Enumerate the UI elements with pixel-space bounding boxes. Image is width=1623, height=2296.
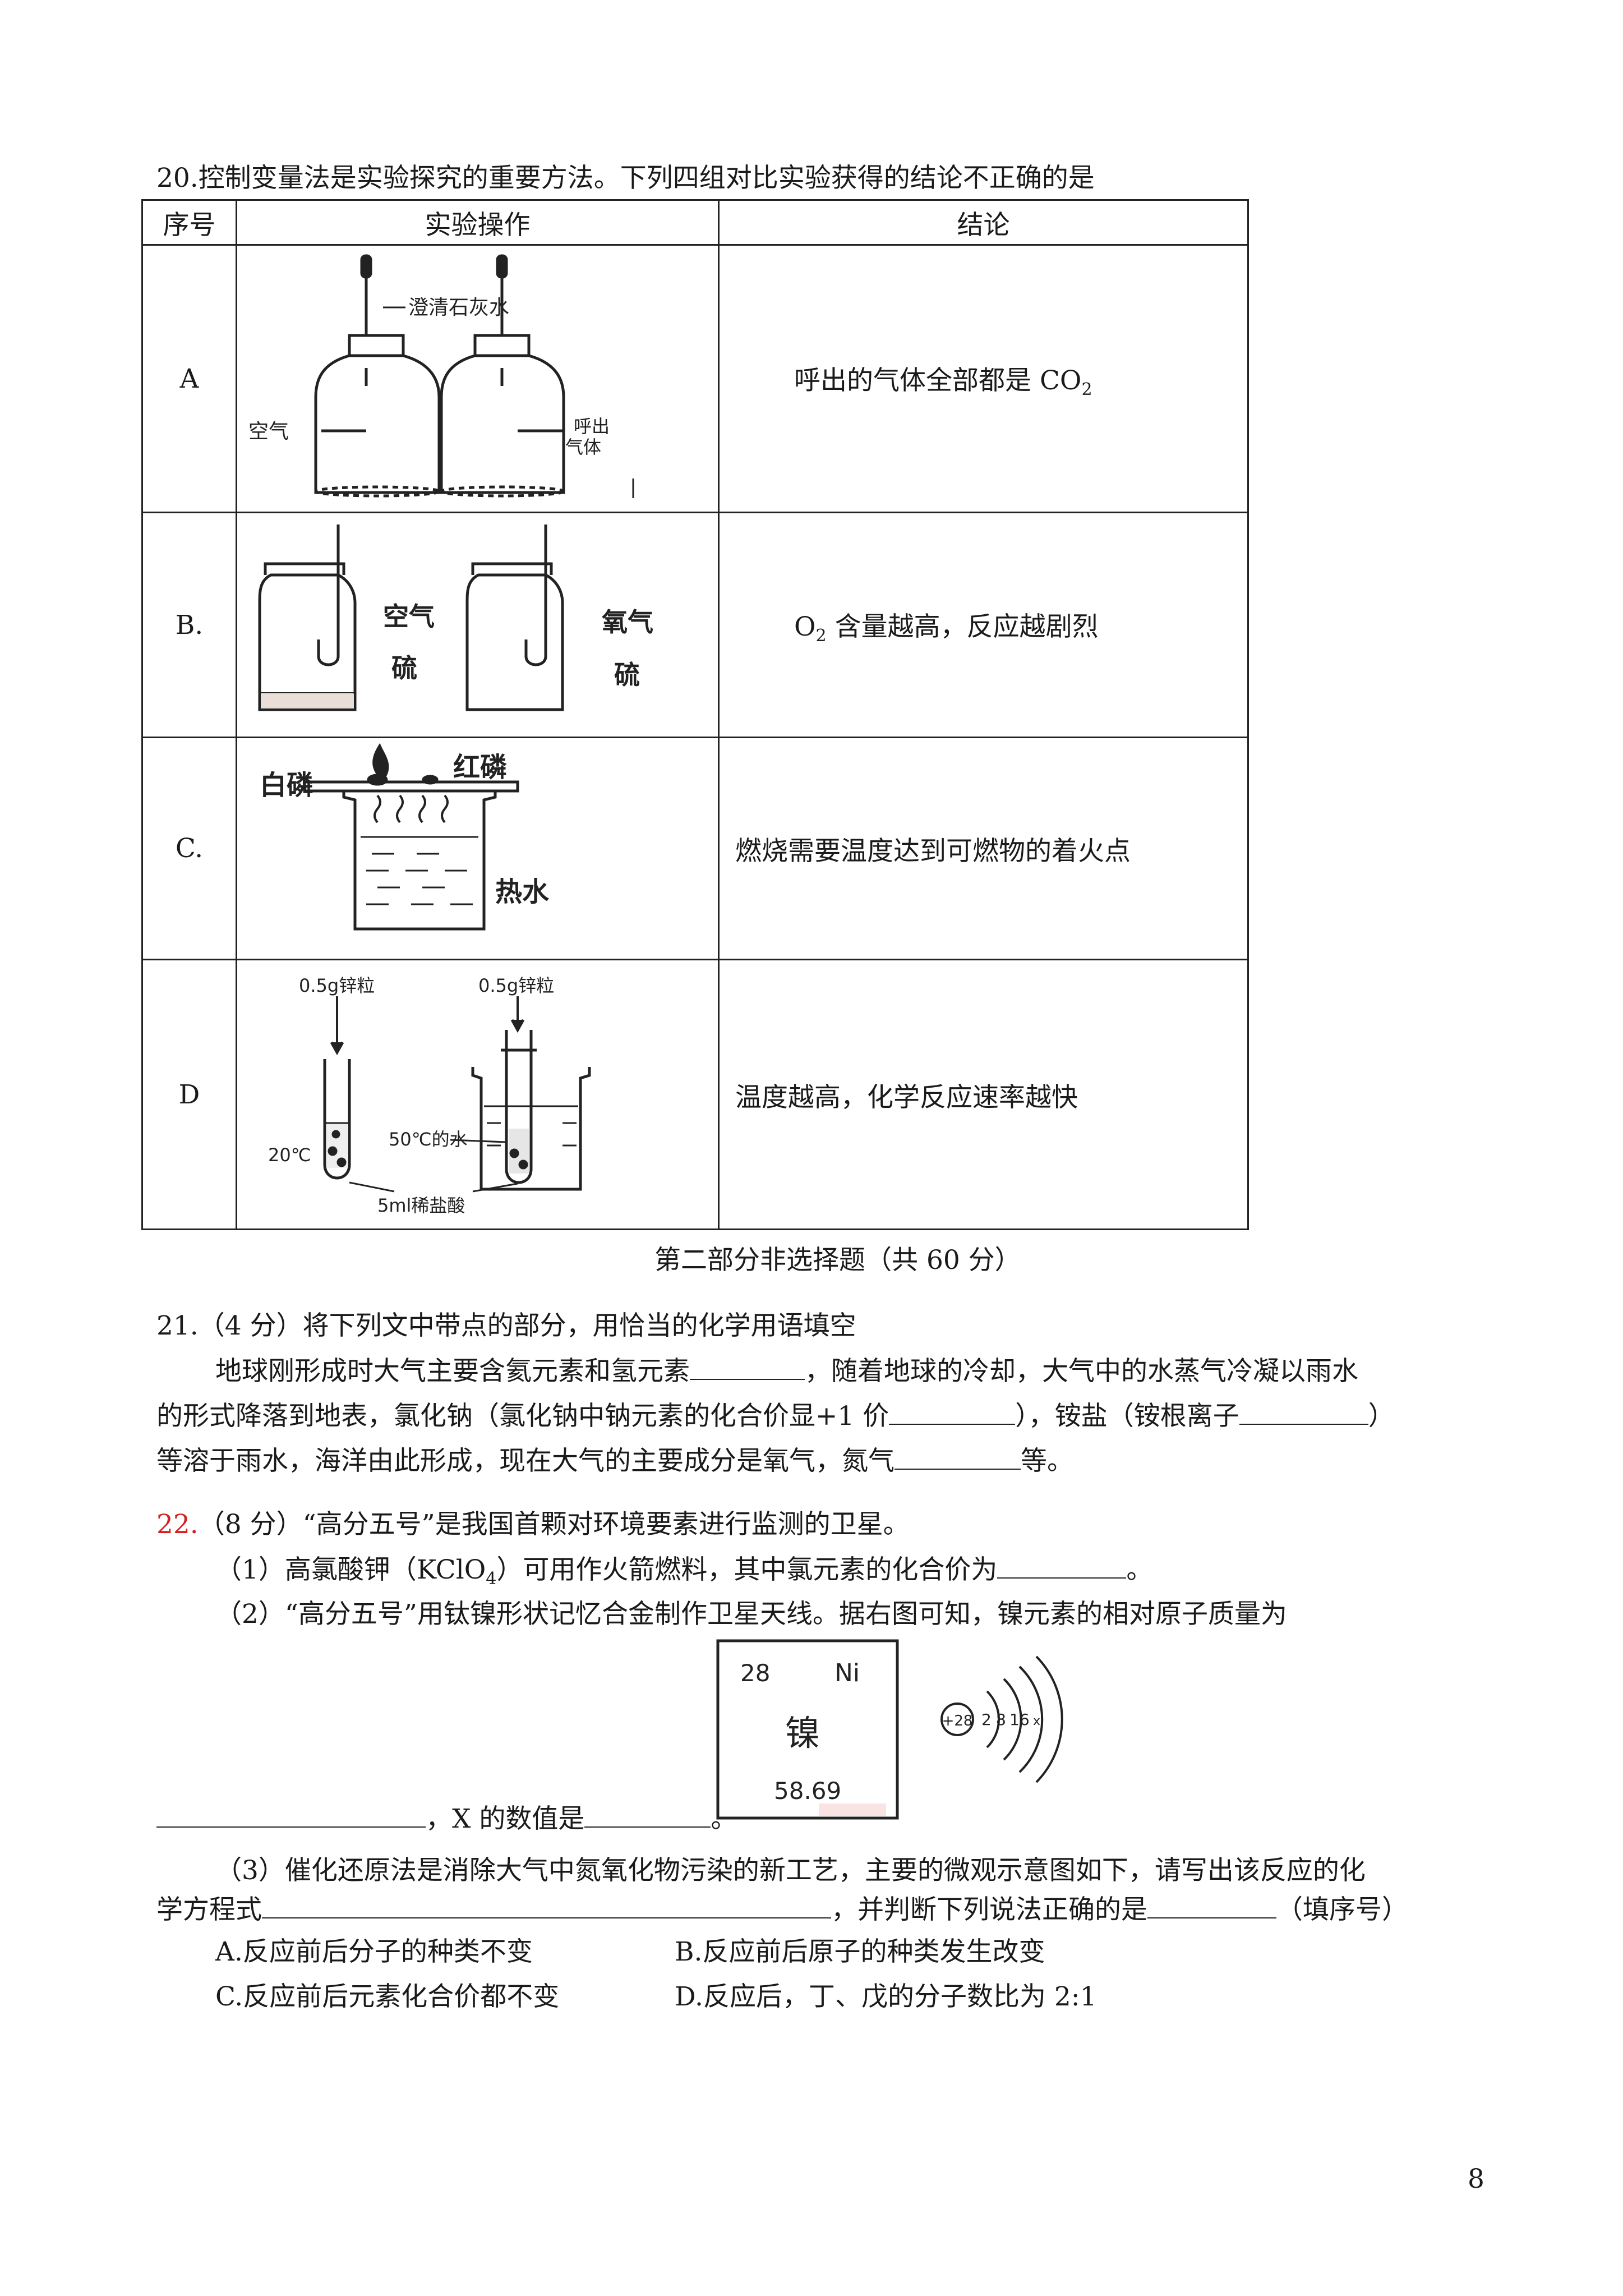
page-number: 8 [1468,2164,1484,2194]
table-row-b: B. 空气 硫 氧气 硫 [141,512,1249,738]
apparatus-cell: 白磷 红磷 热水 [236,737,720,960]
apparatus-cell: 0.5g锌粒 0.5g锌粒 20℃ 50℃的水 5ml稀盐酸 [236,959,720,1230]
table-header-row: 序号 实验操作 结论 [141,199,1249,246]
element-symbol: Ni [834,1659,860,1687]
label-50c-water: 50℃的水 [389,1129,468,1150]
label-exhaled-2: 气体 [565,436,601,458]
shell-1: 2 [981,1710,992,1729]
label-air: 空气 [383,601,435,632]
conclusion-cell: O2 含量越高，反应越剧烈 [718,512,1249,738]
label-hot-water: 热水 [495,876,550,908]
label-sulfur-right: 硫 [614,660,640,690]
phosphorus-hot-water-diagram: 白磷 红磷 热水 [260,743,550,931]
answer-blank[interactable] [997,1553,1127,1579]
label-red-phosphorus: 红磷 [453,752,507,783]
zinc-acid-diagram: 0.5g锌粒 0.5g锌粒 20℃ 50℃的水 5ml稀盐酸 [268,975,591,1216]
nucleus-charge: +28 [942,1713,973,1729]
q22-number: 22. [156,1509,199,1540]
answer-blank[interactable] [584,1802,711,1828]
row-id: B. [141,512,237,738]
header-id: 序号 [141,199,237,246]
answer-blank[interactable] [690,1354,805,1380]
answer-blank[interactable] [156,1802,426,1828]
label-white-phosphorus: 白磷 [260,770,313,801]
answer-blank[interactable] [889,1399,1016,1425]
q22-sub-3: （3）催化还原法是消除大气中氮氧化物污染的新工艺，主要的微观示意图如下，请写出该… [215,1855,1366,1886]
q20-title: 20.控制变量法是实验探究的重要方法。下列四组对比实验获得的结论不正确的是 [156,163,1095,194]
experiment-table: 序号 实验操作 结论 A [141,199,1249,1230]
limewater-bottles-diagram: 澄清石灰水 空气 呼出 气体 [248,254,634,498]
label-sulfur-left: 硫 [391,653,417,683]
sulfur-combustion-diagram: 空气 硫 氧气 硫 [258,524,653,711]
q22-sub-1: （1）高氯酸钾（KClO4）可用作火箭燃料，其中氯元素的化合价为。 [215,1553,1152,1596]
answer-blank[interactable] [895,1444,1021,1470]
shell-2: 8 [996,1710,1006,1729]
nickel-element-card: 28 Ni 镍 58.69 +28 2 8 16 x [716,1639,1063,1820]
answer-blank[interactable] [1239,1399,1368,1425]
label-zinc-right: 0.5g锌粒 [478,975,554,996]
conclusion-text: O2 含量越高，反应越剧烈 [794,611,1099,646]
label-oxygen: 氧气 [602,607,653,637]
conclusion-cell: 呼出的气体全部都是 CO2 [718,244,1249,513]
nucleus-icon [940,1703,974,1736]
shell-4: x [1033,1714,1040,1728]
q21-line-3: 等溶于雨水，海洋由此形成，现在大气的主要成分是氧气，氮气等。 [156,1444,1073,1478]
option-d: D.反应后，丁、戊的分子数比为 2:1 [675,1981,1097,2012]
atomic-mass: 58.69 [774,1777,841,1805]
apparatus-cell: 空气 硫 氧气 硫 [236,512,720,738]
q21-line-2: 的形式降落到地表，氯化钠（氯化钠中钠元素的化合价显+1 价），铵盐（铵根离子） [156,1399,1395,1433]
label-exhaled-1: 呼出 [574,416,610,437]
q22-sub-3-line-2: 学方程式，并判断下列说法正确的是（填序号） [156,1893,1408,1927]
table-row-a: A [141,244,1249,513]
q21-heading: 21.（4 分）将下列文中带点的部分，用恰当的化学用语填空 [156,1310,856,1341]
option-a: A.反应前后分子的种类不变 [215,1936,533,1967]
label-dilute-hcl: 5ml稀盐酸 [377,1195,465,1216]
conclusion-text: 呼出的气体全部都是 CO2 [794,365,1092,399]
conclusion-cell: 温度越高，化学反应速率越快 [718,959,1249,1230]
label-limewater: 澄清石灰水 [408,296,509,319]
conclusion-text: 燃烧需要温度达到可燃物的着火点 [735,836,1131,867]
row-id: A [141,244,237,513]
row-id: D [141,959,237,1230]
part2-title: 第二部分非选择题（共 60 分） [654,1245,1021,1276]
option-c: C.反应前后元素化合价都不变 [215,1981,560,2012]
q22-heading: 22.（8 分）“高分五号”是我国首颗对环境要素进行监测的卫星。 [156,1509,910,1540]
header-conclusion: 结论 [718,199,1249,246]
header-operation: 实验操作 [236,199,720,246]
label-20c: 20℃ [268,1144,311,1166]
q21-line-1: 地球刚形成时大气主要含氦元素和氢元素，随着地球的冷却，大气中的水蒸气冷凝以雨水 [215,1354,1358,1388]
atomic-number: 28 [740,1659,770,1687]
q22-sub-2-answer: ，X 的数值是。 [156,1802,737,1836]
q22-sub-2: （2）“高分五号”用钛镍形状记忆合金制作卫星天线。据右图可知，镍元素的相对原子质… [215,1599,1287,1630]
conclusion-text: 温度越高，化学反应速率越快 [735,1082,1078,1113]
answer-blank[interactable] [262,1893,831,1918]
table-row-c: C. [141,737,1249,960]
label-zinc-left: 0.5g锌粒 [299,975,375,996]
option-b: B.反应前后原子的种类发生改变 [675,1936,1045,1967]
table-row-d: D [141,959,1249,1230]
conclusion-cell: 燃烧需要温度达到可燃物的着火点 [718,737,1249,960]
answer-blank[interactable] [1147,1893,1276,1918]
shell-3: 16 [1009,1710,1030,1729]
row-id: C. [141,737,237,960]
element-name: 镍 [785,1713,820,1754]
label-air: 空气 [248,420,289,443]
apparatus-cell: 澄清石灰水 空气 呼出 气体 [236,244,720,513]
